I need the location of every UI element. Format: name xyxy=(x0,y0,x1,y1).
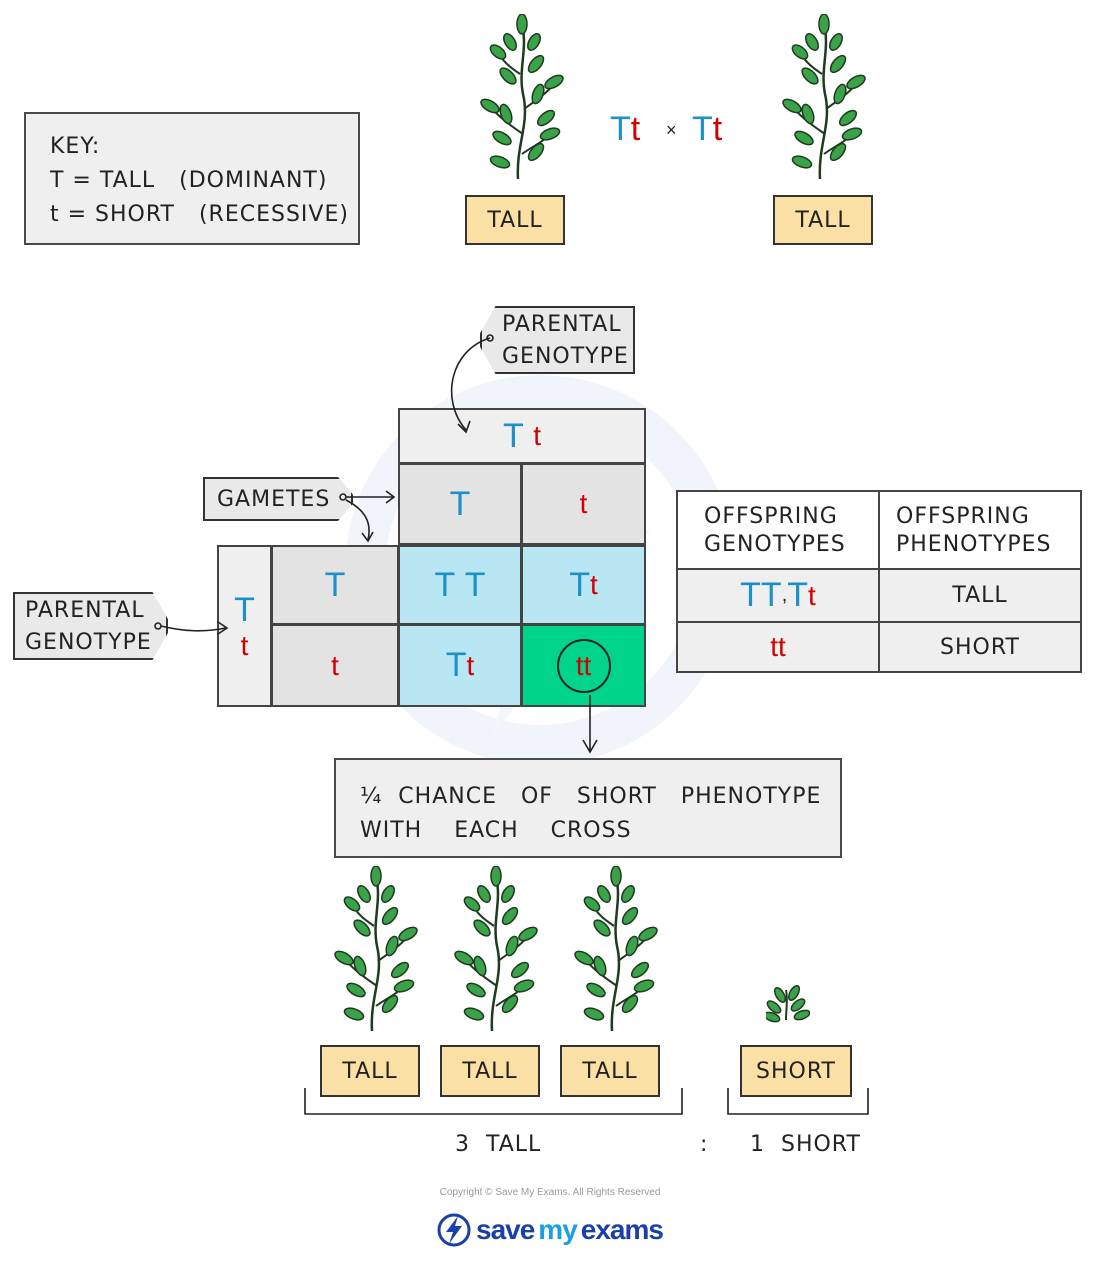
table-header-cell: OFFSPRING GENOTYPES xyxy=(678,492,878,568)
key-title: KEY: xyxy=(50,134,101,159)
arrow-head xyxy=(385,490,396,504)
key-recessive-line: t = SHORT (RECESSIVE) xyxy=(50,202,349,227)
offspring-label: TALL xyxy=(560,1045,660,1097)
arrow-head xyxy=(582,739,598,754)
arrow-head xyxy=(457,420,471,434)
cross-right-genotype: Tt xyxy=(692,110,722,149)
allele-recessive: t xyxy=(808,579,816,611)
parent-label-left: TALL xyxy=(465,195,565,245)
genotype-TT: TT xyxy=(740,576,782,614)
gametes-label: GAMETES xyxy=(217,487,331,512)
gametes-tag: GAMETES xyxy=(203,477,353,521)
brand-save: save xyxy=(476,1214,535,1245)
allele-dominant: T xyxy=(445,646,467,684)
tag-line: PARENTAL xyxy=(502,312,622,337)
phenotype-short: SHORT xyxy=(940,634,1020,660)
tag-line: GENOTYPE xyxy=(502,344,629,369)
header-line: OFFSPRING xyxy=(704,504,838,529)
tag-line: GENOTYPE xyxy=(25,630,152,655)
parental-genotype-left-tag: PARENTAL GENOTYPE xyxy=(13,592,168,660)
brand-logo: save my exams xyxy=(436,1212,664,1248)
header-line: GENOTYPES xyxy=(704,532,846,557)
top-gamete-dominant: T xyxy=(398,463,522,545)
parental-genotype-top-tag: PARENTAL GENOTYPE xyxy=(480,306,635,374)
offspring-label: TALL xyxy=(320,1045,420,1097)
arrow-head xyxy=(361,531,374,543)
allele-dominant: T xyxy=(610,110,631,148)
allele-dominant: T xyxy=(234,590,255,629)
brand-my: my xyxy=(538,1214,577,1245)
top-gamete-recessive: t xyxy=(521,463,646,545)
arrow-head xyxy=(217,621,229,635)
offspring-label: SHORT xyxy=(740,1045,852,1097)
allele-dominant: T xyxy=(692,110,713,148)
table-divider-vertical xyxy=(878,492,880,671)
arrow-parental-top xyxy=(450,337,491,431)
arrow-parental-left xyxy=(160,625,227,632)
phenotype-tall: TALL xyxy=(952,583,1008,608)
table-divider xyxy=(678,621,1080,623)
allele-recessive: t xyxy=(590,569,598,600)
chance-box: ¼ CHANCE OF SHORT PHENOTYPE WITH EACH CR… xyxy=(334,758,842,858)
brand-exams: exams xyxy=(580,1214,664,1245)
key-dominant-line: T = TALL (DOMINANT) xyxy=(50,168,328,193)
bracket-short xyxy=(727,1088,869,1115)
allele-recessive: t xyxy=(712,110,723,148)
arrow-start-dot xyxy=(486,334,494,342)
allele-dominant: T xyxy=(787,576,809,614)
cross-symbol: × xyxy=(666,120,677,140)
ratio-tall: 3 TALL xyxy=(455,1132,542,1157)
allele-recessive: t xyxy=(533,420,541,451)
chance-line-2: WITH EACH CROSS xyxy=(360,818,632,843)
tag-line: PARENTAL xyxy=(25,598,145,623)
allele-dominant: T xyxy=(464,565,486,604)
parent-label-right: TALL xyxy=(773,195,873,245)
table-header-cell: OFFSPRING PHENOTYPES xyxy=(880,492,1080,568)
header-line: OFFSPRING xyxy=(896,504,1030,529)
ratio-separator: : xyxy=(700,1132,709,1157)
arrow-gametes-down xyxy=(345,499,370,541)
allele-dominant: T xyxy=(502,416,524,455)
table-divider xyxy=(678,568,1080,570)
left-gamete-recessive: t xyxy=(271,624,399,707)
punnett-left-parent: T t xyxy=(217,545,272,707)
offspring-label: TALL xyxy=(440,1045,540,1097)
allele-dominant: T xyxy=(569,565,590,604)
genotype-tt: tt xyxy=(770,631,786,662)
offspring-table: OFFSPRING GENOTYPES OFFSPRING PHENOTYPES… xyxy=(676,490,1082,673)
allele-recessive: t xyxy=(630,110,641,148)
chance-line-1: ¼ CHANCE OF SHORT PHENOTYPE xyxy=(360,784,822,809)
bracket-tall xyxy=(304,1088,683,1115)
cross-left-genotype: Tt xyxy=(610,110,640,149)
header-line: PHENOTYPES xyxy=(896,532,1052,557)
separator: , xyxy=(781,584,788,606)
key-box: KEY: T = TALL (DOMINANT) t = SHORT (RECE… xyxy=(24,112,360,245)
allele-recessive: t xyxy=(583,649,592,681)
allele-recessive: t xyxy=(466,649,475,681)
allele-recessive: t xyxy=(240,629,249,661)
copyright-text: Copyright © Save My Exams. All Rights Re… xyxy=(439,1187,661,1198)
ratio-short: 1 SHORT xyxy=(750,1132,861,1157)
allele-recessive: t xyxy=(575,649,584,681)
allele-dominant: T xyxy=(434,565,456,604)
lightning-bolt-icon xyxy=(437,1213,471,1247)
